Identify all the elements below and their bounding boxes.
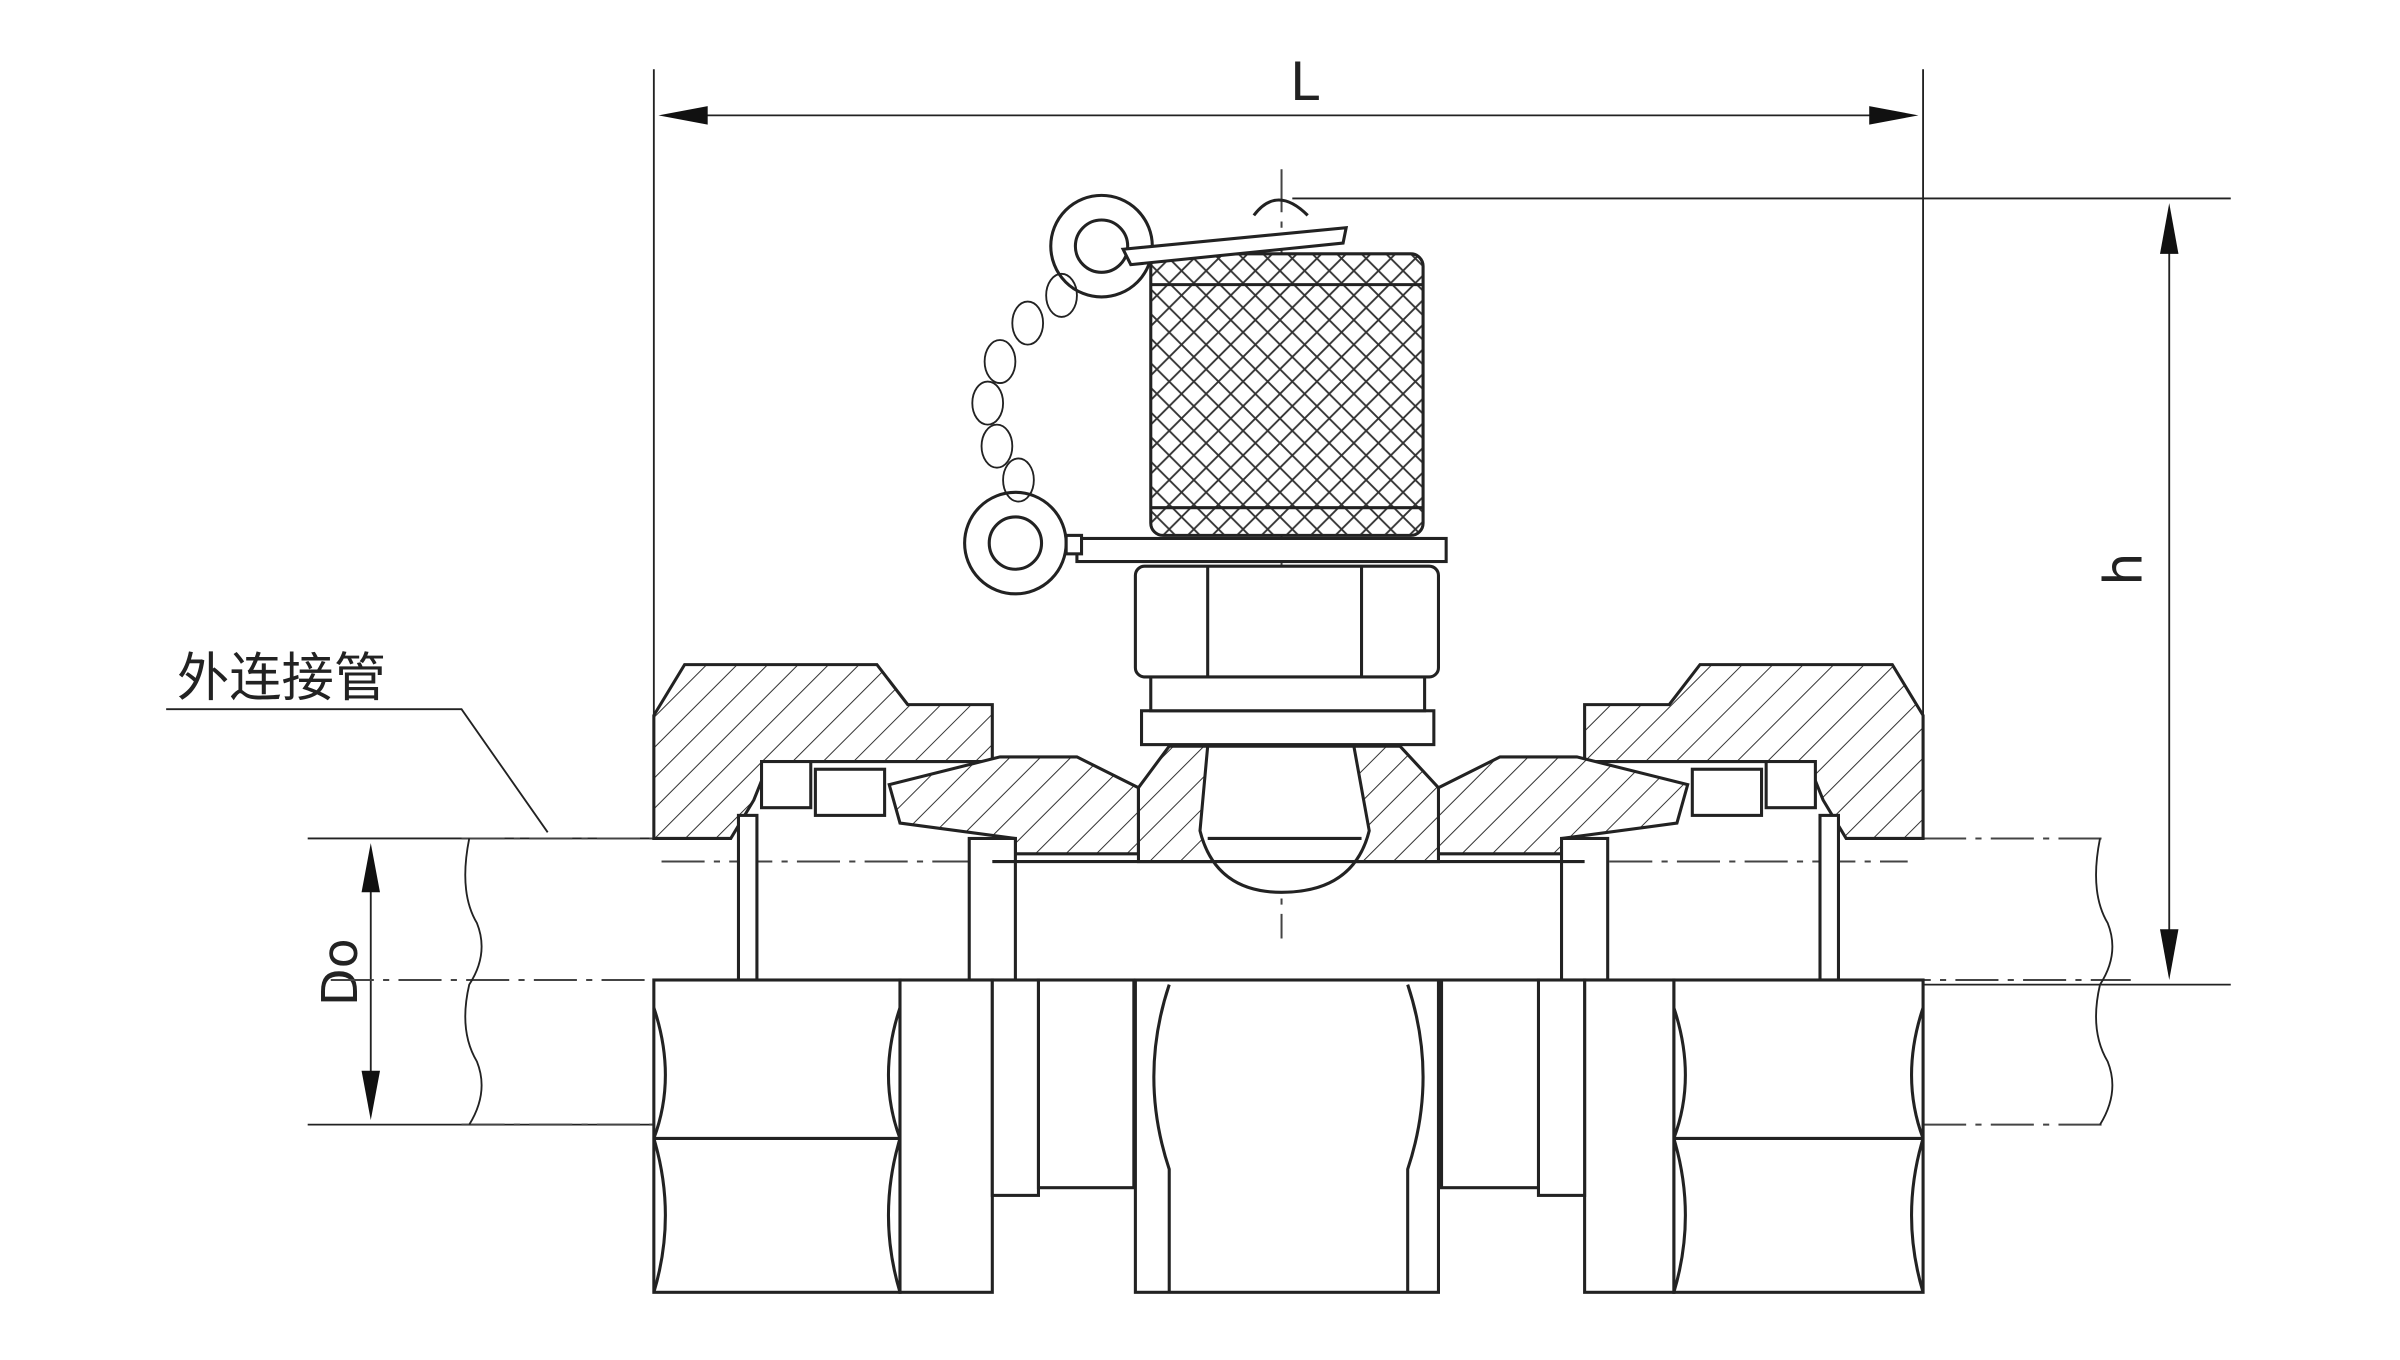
dimension-h: h — [1292, 197, 2231, 986]
left-nut — [652, 663, 1140, 1294]
dimension-L: L — [652, 52, 1924, 839]
knurled-cap — [1149, 252, 1425, 537]
dimension-h-label: h — [2094, 553, 2155, 586]
chain — [963, 193, 1349, 596]
callout-outer-pipe: 外连接管 — [166, 647, 549, 833]
tee-body — [992, 744, 1585, 1294]
test-valve — [963, 193, 1448, 747]
right-nut — [1436, 663, 1925, 1294]
dimension-L-label: L — [1290, 52, 1319, 113]
dimension-Do-label: Do — [311, 938, 369, 1006]
callout-label: 外连接管 — [177, 647, 386, 708]
dimension-Do: Do — [307, 837, 662, 1126]
